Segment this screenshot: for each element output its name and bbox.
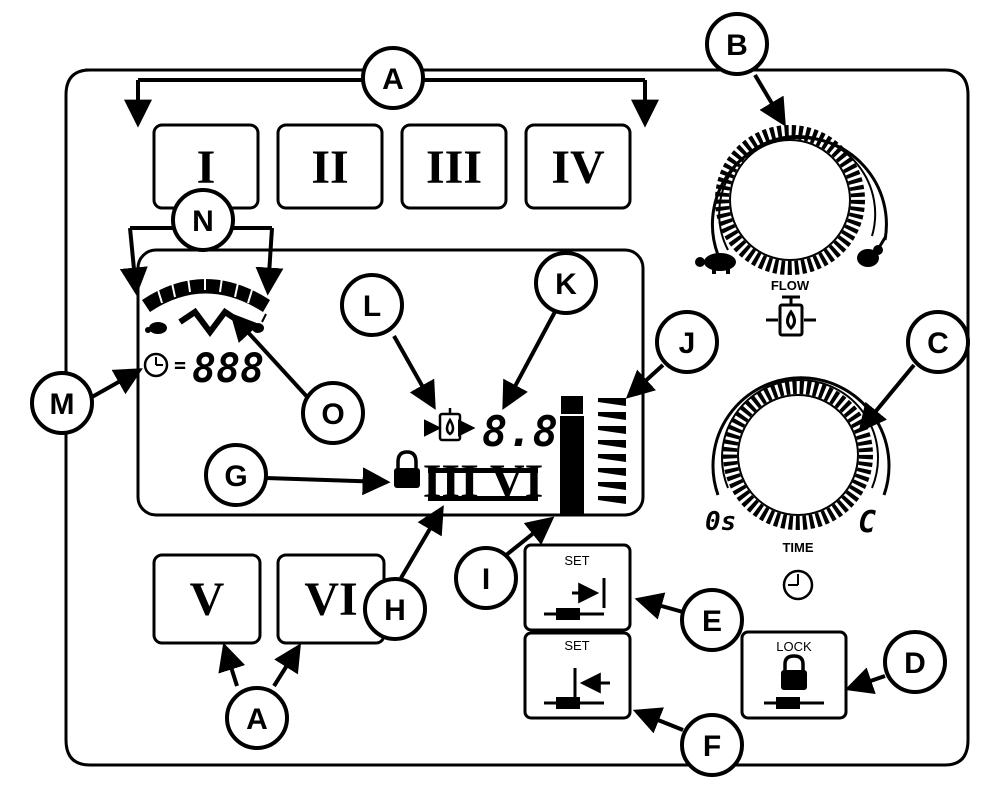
time-label: TIME — [782, 540, 813, 555]
seg-mid-readout: 8.8 — [482, 407, 558, 456]
callout-k: K — [534, 251, 598, 315]
lock-label: LOCK — [776, 639, 812, 654]
svg-text:B: B — [726, 29, 748, 62]
svg-text:G: G — [224, 460, 247, 493]
program-button-3[interactable]: III — [400, 123, 508, 210]
rabbit-icon — [857, 235, 888, 267]
callout-i: I — [454, 546, 518, 610]
svg-text:E: E — [702, 605, 722, 638]
program-button-5[interactable]: V — [152, 553, 262, 645]
flow-knob[interactable] — [710, 125, 888, 275]
svg-text:F: F — [703, 730, 721, 763]
program-button-1-label: I — [197, 141, 216, 194]
time-max-label: C — [858, 505, 876, 540]
program-button-2-label: II — [311, 141, 348, 194]
lock-icon — [781, 670, 807, 690]
svg-text:I: I — [482, 563, 490, 596]
leader-arrows — [91, 73, 916, 734]
program-button-2[interactable]: II — [276, 123, 384, 210]
turtle-icon — [695, 253, 736, 274]
panel-outline — [64, 68, 970, 767]
callout-f: F — [680, 713, 744, 777]
program-button-1[interactable]: I — [152, 123, 260, 210]
svg-text:C: C — [927, 327, 949, 360]
seg-left-readout: 888 — [192, 346, 264, 392]
vertical-bar-meter-top — [559, 394, 585, 416]
callout-o: O — [301, 381, 365, 445]
program-button-4[interactable]: IV — [524, 123, 632, 210]
svg-text:J: J — [679, 327, 696, 360]
callout-b: B — [705, 12, 769, 76]
arc-bar-separators — [157, 276, 253, 304]
svg-text:O: O — [321, 398, 344, 431]
svg-text:N: N — [192, 205, 214, 238]
time-min-label: 0s — [705, 507, 736, 537]
seg-eq: = — [174, 353, 186, 377]
program-button-5-label: V — [190, 573, 225, 626]
program-button-3-label: III — [426, 141, 482, 194]
callout-m: M — [30, 371, 94, 435]
clock-icon — [782, 569, 814, 601]
svg-text:A: A — [382, 63, 404, 96]
spring-icon — [776, 697, 800, 709]
callout-l: L — [340, 273, 404, 337]
svg-text:M: M — [50, 388, 75, 421]
svg-text:H: H — [384, 594, 406, 627]
program-indicator: III VI — [423, 455, 544, 508]
callout-e: E — [680, 588, 744, 652]
callout-a-top: A — [361, 46, 425, 110]
segment-ladder — [598, 398, 626, 504]
callout-n: N — [171, 188, 235, 252]
lock-button[interactable]: LOCK — [740, 630, 848, 720]
svg-text:A: A — [246, 703, 268, 736]
callout-h: H — [363, 577, 427, 641]
flow-icon-display — [424, 408, 476, 442]
wave-icon — [178, 307, 242, 337]
callout-a-bottom: A — [225, 686, 289, 750]
spring-icon — [556, 608, 580, 620]
bracket-n — [119, 226, 284, 296]
spring-icon — [556, 697, 580, 709]
svg-text:K: K — [555, 268, 577, 301]
turtle-small-icon — [145, 322, 167, 334]
callout-g: G — [204, 443, 268, 507]
set-forward-label: SET — [564, 553, 589, 568]
callout-j: J — [655, 310, 719, 374]
flow-icon — [766, 295, 816, 337]
program-button-6-label: VI — [304, 573, 357, 626]
svg-text:L: L — [363, 290, 381, 323]
time-knob[interactable] — [711, 376, 891, 530]
lock-small-icon — [394, 450, 420, 488]
flow-label: FLOW — [771, 278, 810, 293]
clock-small-icon — [143, 352, 169, 378]
set-backward-button[interactable]: SET — [523, 631, 632, 720]
callout-c: C — [906, 310, 970, 374]
set-forward-button[interactable]: SET — [523, 543, 632, 632]
program-indicator-label: III VI — [423, 455, 544, 508]
set-backward-label: SET — [564, 638, 589, 653]
svg-text:D: D — [904, 647, 926, 680]
callout-d: D — [883, 630, 947, 694]
program-button-4-label: IV — [551, 141, 605, 194]
